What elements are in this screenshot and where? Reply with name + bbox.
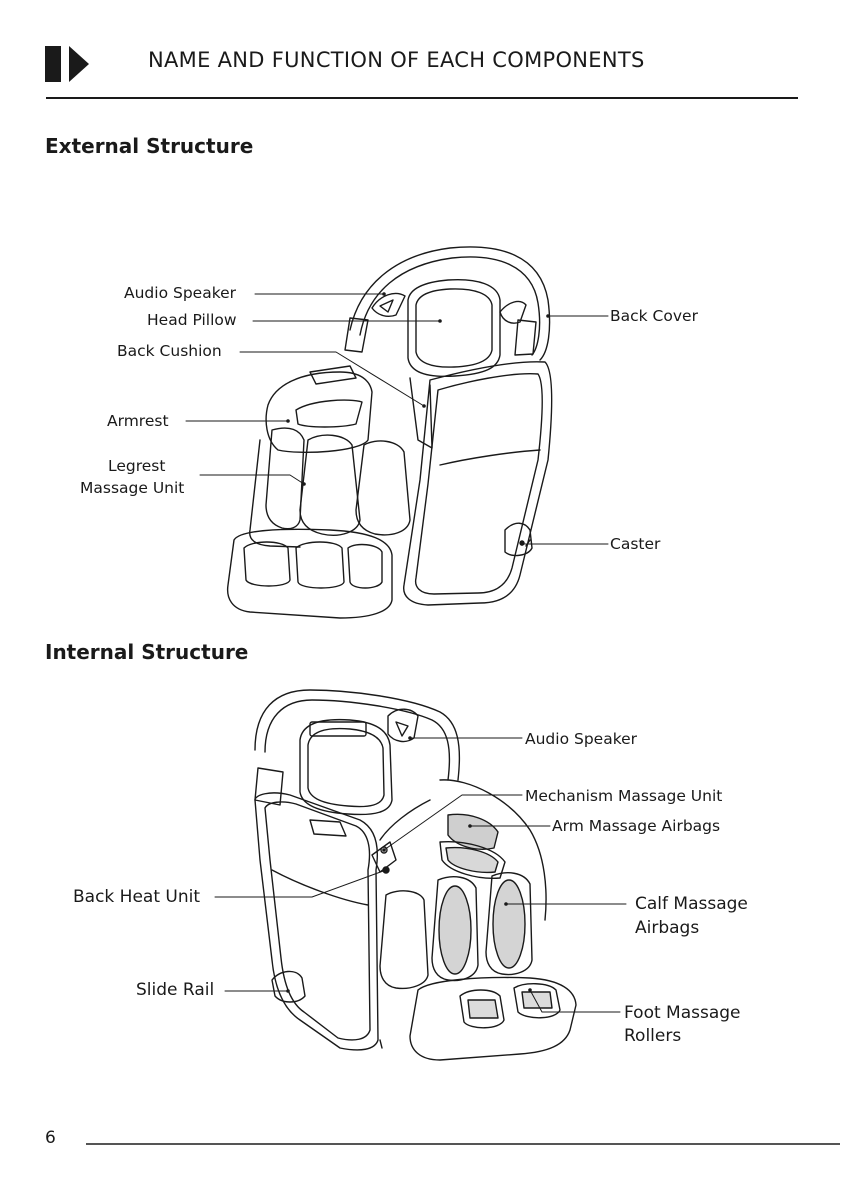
label-arm-massage-airbags: Arm Massage Airbags: [552, 816, 720, 838]
external-chair-drawing: [228, 247, 552, 618]
label-back-cover: Back Cover: [610, 306, 698, 328]
label-back-heat-unit: Back Heat Unit: [73, 886, 200, 910]
label-legrest-line2: Massage Unit: [80, 478, 184, 500]
page-number: 6: [45, 1128, 56, 1148]
leader-lines: [186, 294, 626, 1012]
internal-structure-heading: Internal Structure: [45, 640, 248, 664]
label-armrest: Armrest: [107, 411, 169, 433]
label-mechanism-massage-unit: Mechanism Massage Unit: [525, 786, 722, 808]
label-foot-massage-line2: Rollers: [624, 1025, 681, 1049]
label-slide-rail: Slide Rail: [136, 979, 214, 1003]
label-calf-massage-line1: Calf Massage: [635, 893, 748, 917]
label-head-pillow: Head Pillow: [147, 310, 237, 332]
label-foot-massage-line1: Foot Massage: [624, 1002, 741, 1026]
label-caster: Caster: [610, 534, 660, 556]
label-back-cushion: Back Cushion: [117, 341, 222, 363]
label-internal-audio-speaker: Audio Speaker: [525, 729, 637, 751]
footer-divider: [86, 1143, 840, 1145]
label-audio-speaker: Audio Speaker: [124, 283, 236, 305]
label-calf-massage-line2: Airbags: [635, 917, 699, 941]
label-legrest-line1: Legrest: [108, 456, 165, 478]
